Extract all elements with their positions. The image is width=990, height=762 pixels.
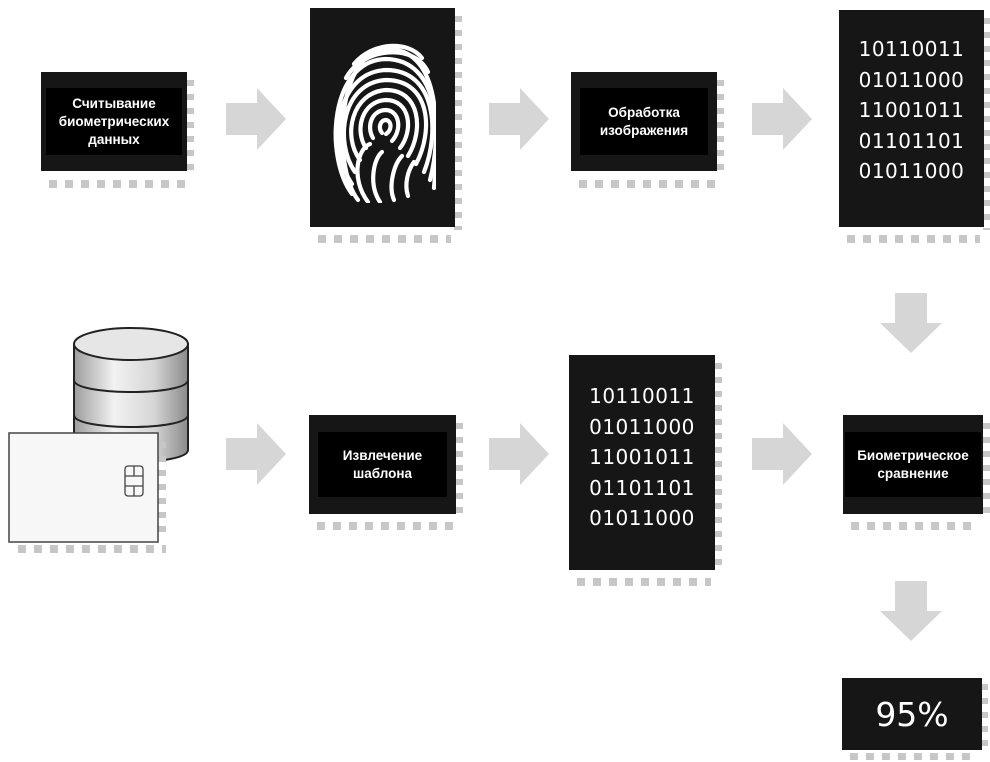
step-process-label: Обработка изображения — [580, 88, 708, 155]
arrow-right-icon — [226, 423, 286, 485]
step-compare-label: Биометрическое сравнение — [845, 432, 981, 497]
step-extract-label: Извлечение шаблона — [318, 432, 447, 497]
chip-pins — [980, 684, 988, 750]
chip-biometric-comparison: Биометрическое сравнение — [843, 415, 990, 531]
binary-code-text: 10110011 01011000 11001011 01101101 0101… — [589, 384, 695, 530]
chip-pins — [847, 235, 980, 243]
binary-code-text: 10110011 01011000 11001011 01101101 0101… — [858, 37, 965, 183]
match-score: 95% — [875, 694, 949, 734]
chip-body — [842, 678, 982, 750]
chip-pins — [186, 80, 194, 175]
chip-binary-data-top: 10110011 01011000 11001011 01101101 0101… — [839, 10, 990, 244]
chip-pins — [454, 16, 462, 230]
step-read-label: Считывание биометрических данных — [46, 88, 182, 155]
arrow-down-icon — [880, 293, 942, 353]
arrow-right-icon — [226, 88, 286, 150]
chip-template-extraction: Извлечение шаблона — [309, 415, 474, 531]
fingerprint-icon — [333, 43, 436, 203]
chip-pins — [455, 423, 463, 517]
arrow-right-icon — [489, 88, 549, 150]
chip-read-biometrics: Считывание биометрических данных — [41, 72, 204, 189]
smart-card-icon — [8, 432, 159, 543]
chip-pins — [577, 578, 711, 586]
chip-pins — [579, 180, 721, 188]
card-pins — [18, 545, 166, 553]
arrow-right-icon — [752, 88, 812, 150]
arrow-right-icon — [489, 423, 549, 485]
chip-pins — [317, 522, 460, 530]
chip-body — [839, 10, 984, 227]
chip-body — [569, 355, 715, 570]
chip-pins — [850, 753, 976, 760]
chip-pins — [851, 522, 976, 530]
card-pins — [158, 442, 166, 540]
chip-pins — [716, 80, 724, 175]
smart-card — [8, 432, 176, 554]
arrow-right-icon — [752, 423, 812, 485]
chip-pins — [982, 423, 990, 517]
chip-result: 95% — [842, 678, 990, 762]
chip-pins — [714, 363, 722, 573]
chip-pins — [49, 180, 190, 188]
chip-image-processing: Обработка изображения — [571, 72, 735, 189]
chip-fingerprint — [310, 8, 465, 244]
arrow-down-icon — [880, 581, 942, 641]
chip-pins — [983, 18, 990, 230]
chip-binary-data-bottom: 10110011 01011000 11001011 01101101 0101… — [569, 355, 725, 587]
chip-pins — [318, 235, 451, 243]
